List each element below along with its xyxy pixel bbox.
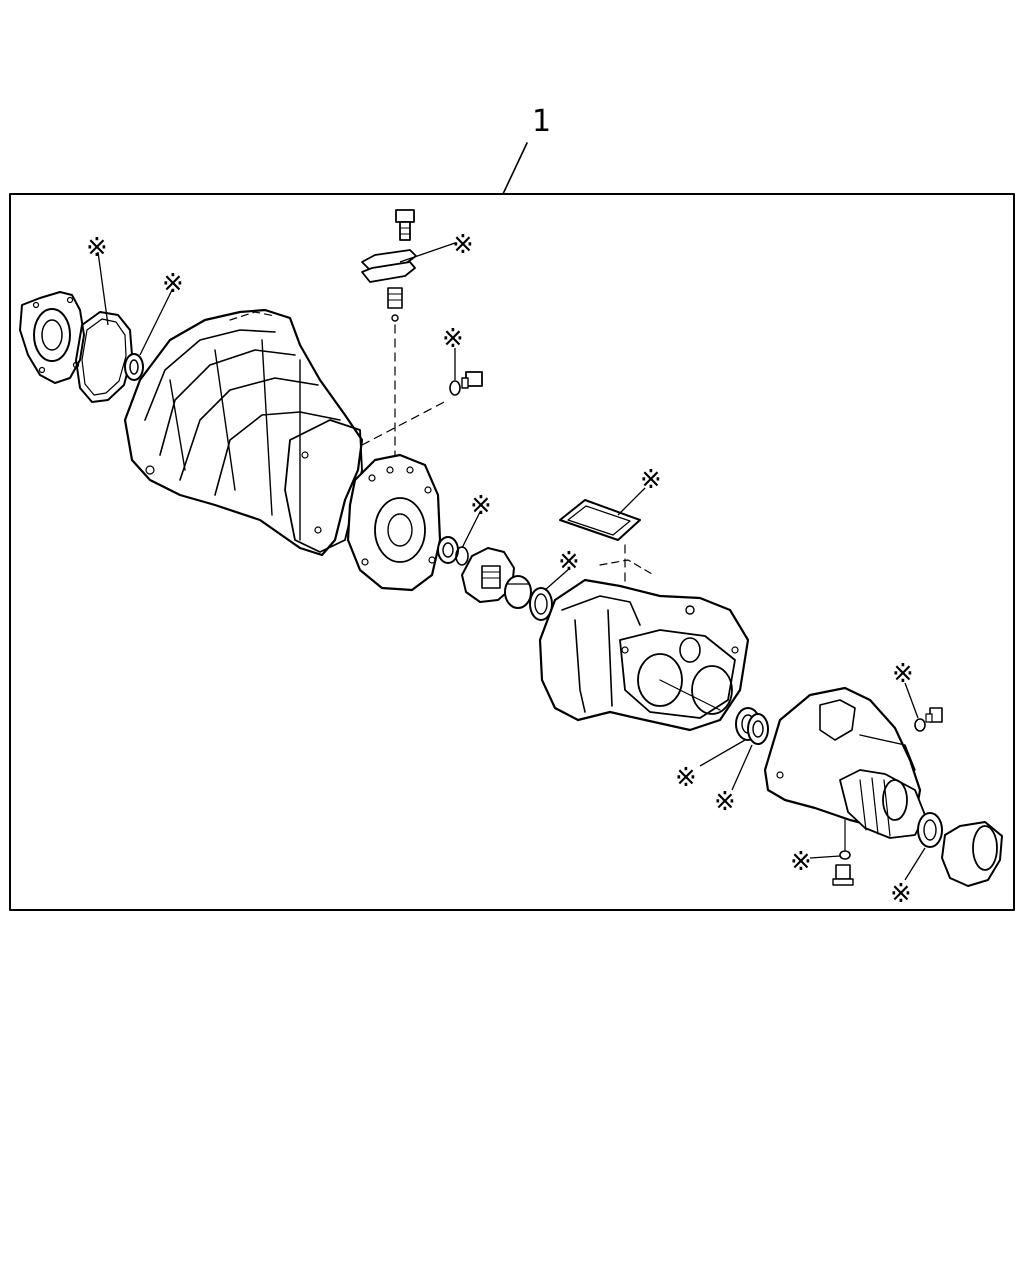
callout-markers: ※ ※ ※ ※ ※ ※ ※ ※ ※ ※ ※ ※ (86, 230, 914, 909)
lower-plug (832, 864, 854, 886)
callout-marker-output-seal-inner: ※ (675, 763, 697, 793)
dust-cover (941, 821, 1003, 887)
extension-housing (763, 686, 926, 839)
cover-gasket (559, 499, 641, 541)
callout-marker-rear-cover-gasket: ※ (86, 233, 108, 263)
assembly-leader-line (502, 142, 528, 195)
callout-marker-rear-oil-seal: ※ (162, 269, 184, 299)
transmission-case (123, 308, 364, 557)
callout-marker-plug-o-ring: ※ (442, 324, 464, 354)
oil-seal-center (529, 587, 553, 621)
shift-bracket-plate (361, 249, 417, 283)
callout-marker-rear-output-seal: ※ (890, 879, 912, 909)
bearing-race (504, 575, 532, 609)
callout-leaders (97, 242, 926, 881)
callout-marker-shift-bracket: ※ (452, 230, 474, 260)
callout-marker-snap-ring: ※ (470, 491, 492, 521)
assembly-frame (9, 193, 1015, 911)
detent-spring (387, 287, 403, 322)
callout-marker-lower-washer: ※ (790, 847, 812, 877)
shift-bolt (395, 209, 415, 241)
transfer-output-seal-outer (747, 713, 769, 745)
transfer-case (538, 559, 750, 732)
extension-o-ring (914, 718, 926, 732)
callout-marker-center-oil-seal: ※ (558, 547, 580, 577)
callout-marker-extension-o-ring: ※ (892, 659, 914, 689)
lower-washer (839, 850, 851, 860)
rear-cover-gasket (75, 311, 133, 403)
intermediate-plate (346, 453, 442, 592)
extension-plug (925, 707, 943, 723)
callout-marker-output-seal-outer: ※ (714, 787, 736, 817)
rear-oil-seal (124, 353, 144, 381)
assembly-number-label: 1 (532, 104, 551, 139)
rear-cover-plate (19, 291, 85, 384)
callout-marker-cover-gasket: ※ (640, 465, 662, 495)
rear-output-seal (917, 812, 943, 848)
drain-plug (461, 371, 483, 389)
plug-o-ring (449, 380, 461, 396)
front-bearing (437, 536, 459, 564)
